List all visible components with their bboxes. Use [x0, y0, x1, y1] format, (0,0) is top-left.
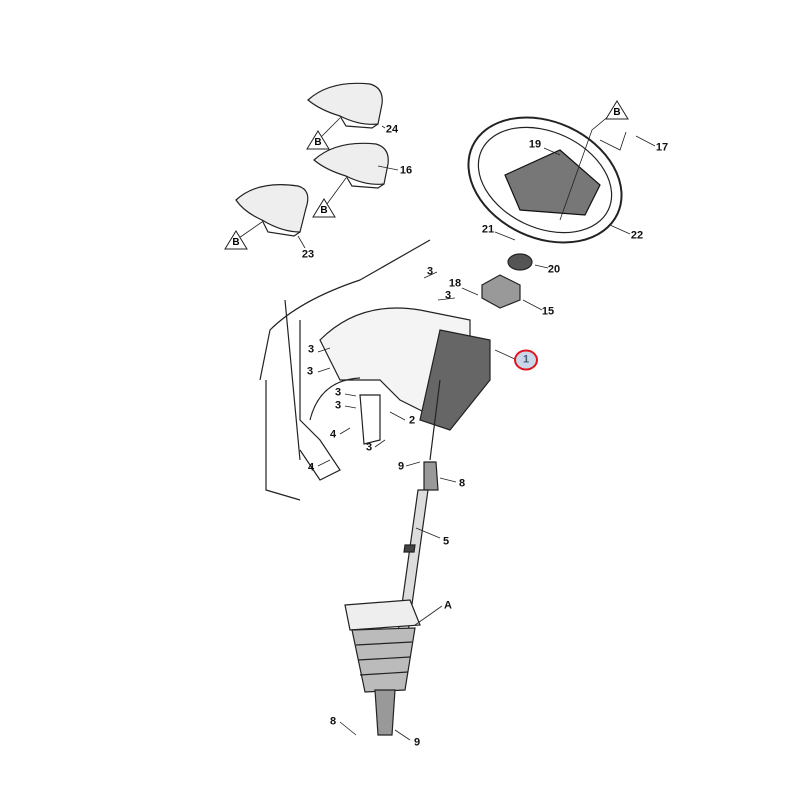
reference-mark-label: B — [314, 137, 322, 148]
callout-a[interactable]: A — [444, 599, 452, 612]
callout-9[interactable]: 9 — [413, 736, 421, 749]
callout-3[interactable]: 3 — [365, 441, 373, 454]
callout-8[interactable]: 8 — [458, 477, 466, 490]
highlighted-callout-1[interactable]: 1 — [514, 349, 538, 371]
reference-mark-b: B — [605, 100, 629, 120]
airbag-24 — [307, 82, 383, 129]
callout-3[interactable]: 3 — [306, 365, 314, 378]
callout-17[interactable]: 17 — [655, 141, 669, 154]
instrument-panel-frame — [259, 239, 491, 501]
switch-15 — [481, 274, 521, 309]
highlighted-callout-label: 1 — [522, 353, 530, 366]
callout-24[interactable]: 24 — [385, 123, 399, 136]
callout-21[interactable]: 21 — [481, 223, 495, 236]
callout-4[interactable]: 4 — [329, 428, 337, 441]
callout-22[interactable]: 22 — [630, 229, 644, 242]
airbag-16 — [313, 142, 389, 189]
reference-mark-b: B — [306, 130, 330, 150]
reference-mark-b: B — [224, 230, 248, 250]
callout-16[interactable]: 16 — [399, 164, 413, 177]
callout-15[interactable]: 15 — [541, 305, 555, 318]
callout-23[interactable]: 23 — [301, 248, 315, 261]
boot-seal — [344, 599, 421, 736]
airbag-23 — [235, 184, 309, 237]
callout-3[interactable]: 3 — [334, 399, 342, 412]
callout-3[interactable]: 3 — [444, 289, 452, 302]
coil-20 — [507, 253, 533, 271]
callout-3[interactable]: 3 — [426, 265, 434, 278]
reference-mark-label: B — [613, 107, 621, 118]
reference-mark-label: B — [232, 237, 240, 248]
callout-2[interactable]: 2 — [408, 414, 416, 427]
callout-3[interactable]: 3 — [334, 386, 342, 399]
callout-8[interactable]: 8 — [329, 715, 337, 728]
callout-19[interactable]: 19 — [528, 138, 542, 151]
callout-4[interactable]: 4 — [307, 461, 315, 474]
callout-3[interactable]: 3 — [307, 343, 315, 356]
reference-mark-label: B — [320, 205, 328, 216]
steering-wheel — [467, 116, 623, 244]
callout-20[interactable]: 20 — [547, 263, 561, 276]
reference-mark-b: B — [312, 198, 336, 218]
callout-9[interactable]: 9 — [397, 460, 405, 473]
callout-5[interactable]: 5 — [442, 535, 450, 548]
callout-18[interactable]: 18 — [448, 277, 462, 290]
